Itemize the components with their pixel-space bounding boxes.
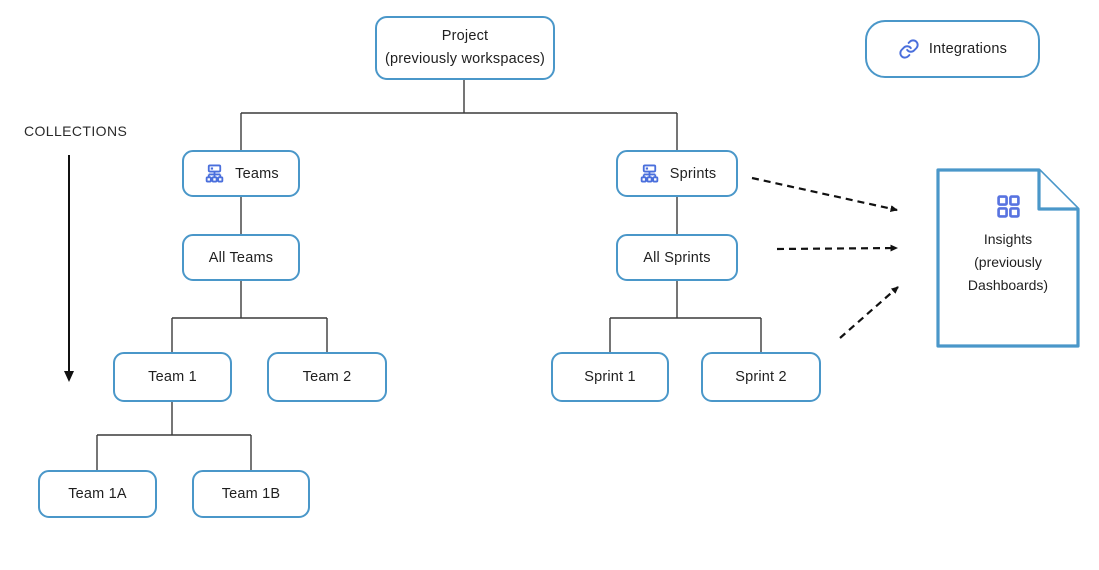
- document-shape: [936, 168, 1080, 348]
- insights-line3: Dashboards): [967, 276, 1049, 293]
- sprint-1-label: Sprint 1: [584, 369, 636, 385]
- sprints-label: Sprints: [669, 165, 717, 182]
- sitemap-icon: [203, 162, 226, 185]
- node-sprints: Sprints: [616, 150, 738, 197]
- node-project: Project (previously workspaces): [375, 16, 555, 80]
- node-all-teams: All Teams: [182, 234, 300, 281]
- grid-icon: [994, 192, 1023, 221]
- project-line1: Project: [441, 27, 489, 44]
- all-sprints-label: All Sprints: [643, 249, 711, 266]
- project-line2: (previously workspaces): [384, 51, 546, 67]
- insights-line1: Insights: [983, 231, 1033, 247]
- team-1-label: Team 1: [148, 369, 197, 385]
- teams-label: Teams: [235, 165, 279, 182]
- arrow-sprint2-to-insights: [839, 286, 899, 339]
- node-insights-document: Insights (previously Dashboards): [935, 168, 1081, 349]
- team-2-label: Team 2: [302, 369, 352, 385]
- node-team-1b: Team 1B: [192, 470, 310, 518]
- node-sprint-2: Sprint 2: [701, 352, 821, 402]
- node-integrations: Integrations: [865, 20, 1040, 78]
- team-1b-label: Team 1B: [221, 486, 281, 502]
- arrow-sprints-to-insights: [751, 176, 898, 213]
- node-team-2: Team 2: [267, 352, 387, 402]
- arrow-allsprints-to-insights: [776, 244, 898, 252]
- all-teams-label: All Teams: [208, 249, 274, 266]
- collections-label: COLLECTIONS: [24, 123, 128, 139]
- link-icon: [898, 38, 920, 60]
- team-1a-label: Team 1A: [68, 486, 127, 502]
- integrations-label: Integrations: [928, 41, 1008, 57]
- node-team-1: Team 1: [113, 352, 232, 402]
- node-sprint-1: Sprint 1: [551, 352, 669, 402]
- insights-line2: (previously: [974, 253, 1042, 270]
- node-all-sprints: All Sprints: [616, 234, 738, 281]
- node-team-1a: Team 1A: [38, 470, 157, 518]
- node-teams: Teams: [182, 150, 300, 197]
- sitemap-icon: [638, 162, 661, 185]
- sprint-2-label: Sprint 2: [735, 369, 787, 385]
